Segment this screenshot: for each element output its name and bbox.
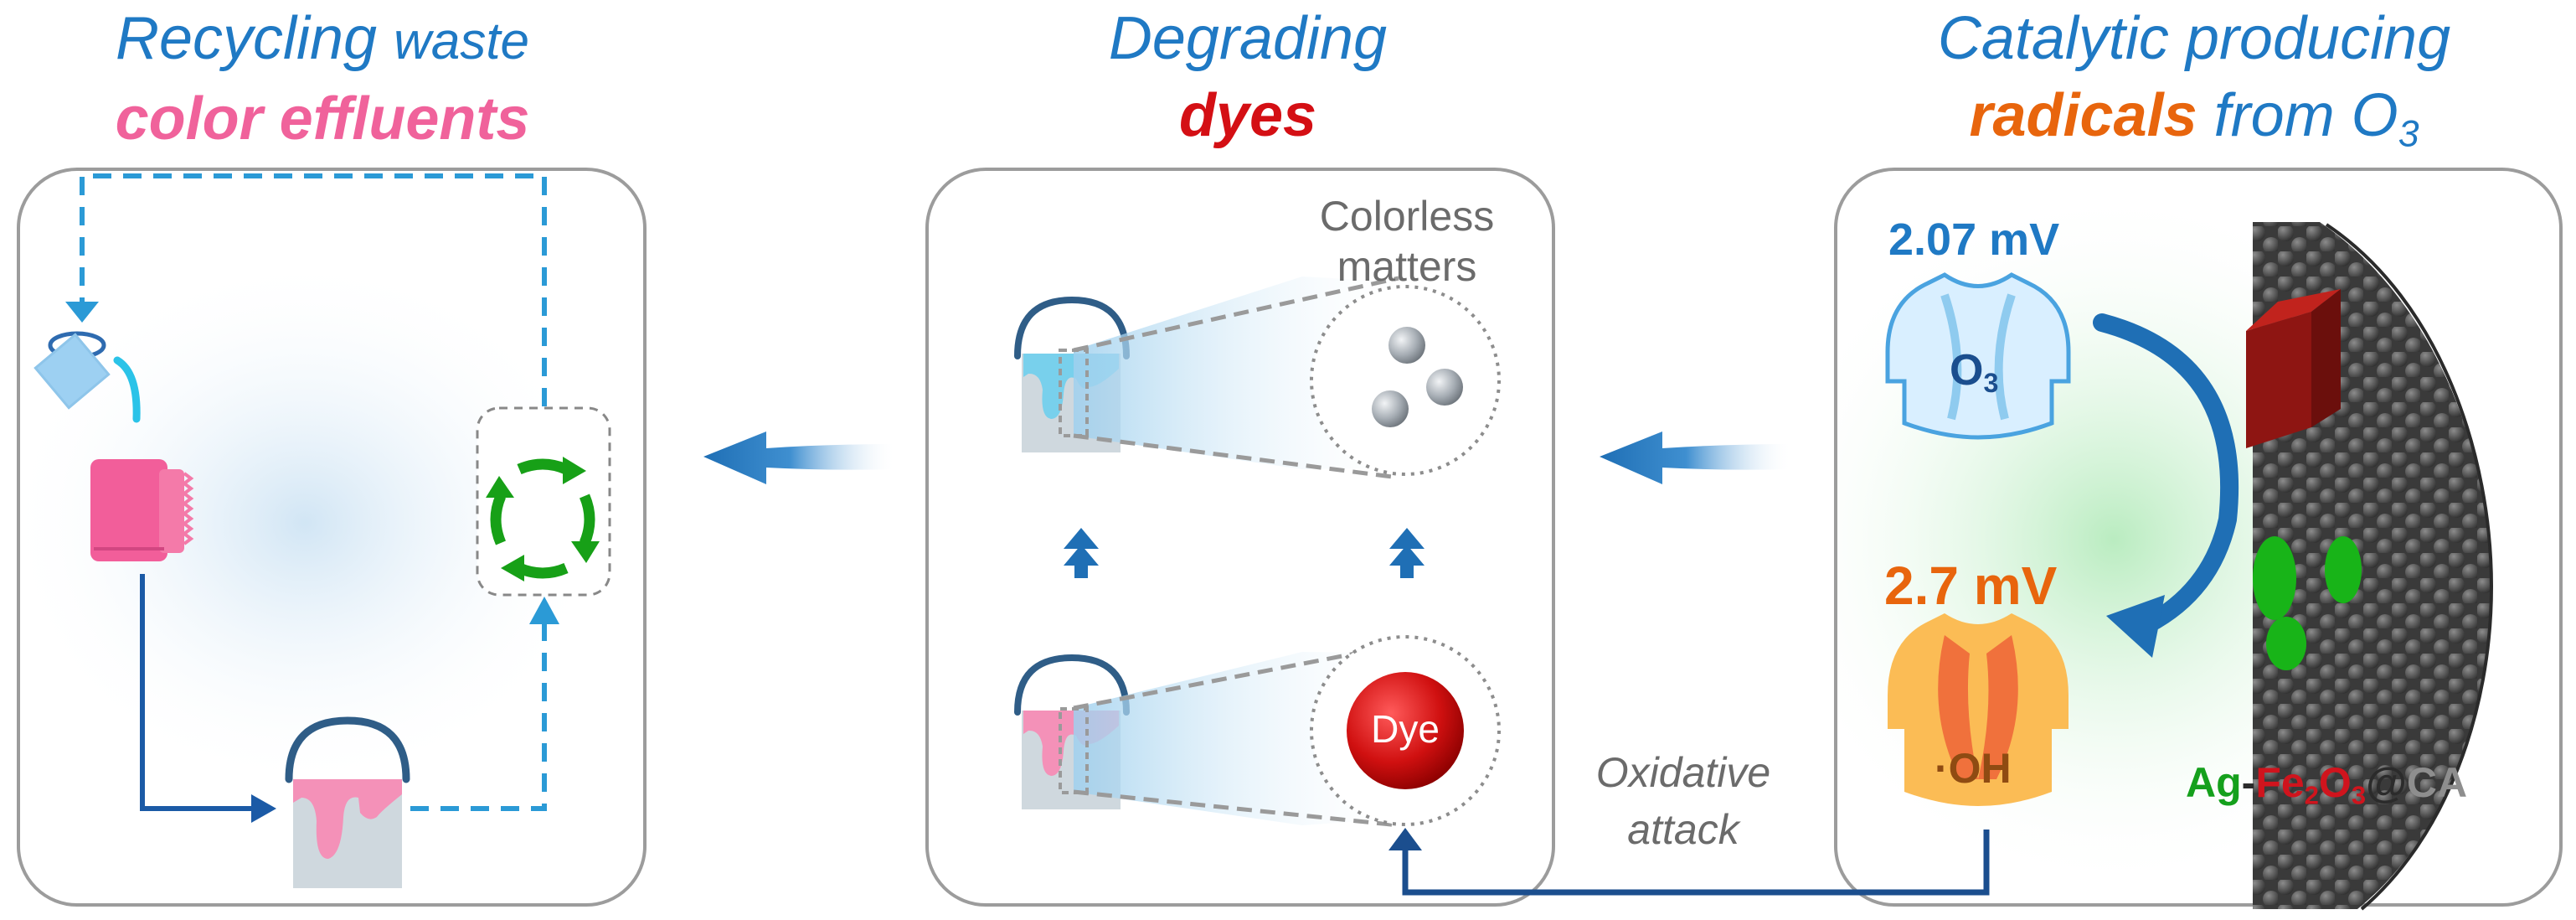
- o3-label-sub: 3: [1983, 368, 1999, 399]
- recycle-arrowhead-up: [529, 597, 559, 624]
- bucket-to-recycle-line: [410, 620, 547, 811]
- catalyst-at: @: [2366, 759, 2407, 806]
- colorless-zoom-circle: [1310, 285, 1501, 476]
- title-degrading-word: Degrading: [1108, 5, 1388, 72]
- title-recycling: Recycling waste color effluents: [0, 0, 645, 158]
- up-arrow-right: [1389, 528, 1425, 578]
- catalyst-formula: Ag-Fe2O3@CA: [2186, 758, 2467, 811]
- oxidative-attack-label: Oxidative attack: [1574, 744, 1792, 858]
- catalyst-fe: Fe: [2255, 759, 2305, 806]
- colorless-particles: [1372, 327, 1463, 427]
- title-radicals: radicals: [1969, 82, 2197, 149]
- flow-arrow-to-degrading: [1600, 432, 1792, 484]
- o3-label: O3: [1950, 345, 1998, 399]
- oh-potential: 2.7 mV: [1884, 556, 2058, 616]
- catalyst-o-sub: 3: [2351, 780, 2367, 810]
- towel-to-bucket-line: [140, 574, 255, 811]
- catalyst-ag: Ag: [2186, 759, 2242, 806]
- title-catalytic: Catalytic producing radicals from O3: [1826, 0, 2563, 173]
- pouring-pitcher-icon: [33, 331, 141, 423]
- title-dyes: dyes: [1178, 82, 1317, 149]
- title-degrading: Degrading dyes: [930, 0, 1566, 154]
- oh-label: ·OH: [1935, 745, 2012, 792]
- bucket-arrowhead: [251, 794, 276, 823]
- catalyst-fe-sub: 2: [2304, 780, 2319, 810]
- colorless-line2: matters: [1337, 243, 1477, 290]
- catalyst-dash: -: [2241, 759, 2256, 806]
- flow-arrow-to-recycling: [703, 432, 896, 484]
- catalyst-ca: CA: [2406, 759, 2468, 806]
- up-arrow-left: [1064, 528, 1099, 578]
- dashed-return-line: [80, 173, 547, 406]
- colorless-line1: Colorless: [1319, 193, 1495, 240]
- o3-label-o: O: [1950, 346, 1984, 395]
- title-recycling-word: Recycling: [115, 5, 394, 72]
- title-color-effluents: color effluents: [115, 85, 530, 152]
- title-catalytic-producing: Catalytic producing: [1937, 5, 2451, 72]
- dye-label: Dye: [1371, 707, 1440, 751]
- oxidative-line1: Oxidative: [1595, 749, 1771, 796]
- conversion-arrow: [2093, 313, 2239, 638]
- title-o3-subscript: 3: [2398, 113, 2419, 155]
- o3-potential: 2.07 mV: [1888, 214, 2060, 265]
- colorless-matters-label: Colorless matters: [1302, 191, 1512, 292]
- dashed-arrowhead-down: [65, 302, 99, 323]
- catalyst-o: O: [2318, 759, 2352, 806]
- pink-towel-icon: [90, 459, 194, 561]
- oxidative-attack-line: [1402, 830, 1990, 896]
- oxidative-attack-arrowhead: [1388, 828, 1422, 850]
- catalyst-sphere-icon: [2246, 222, 2494, 911]
- o3-molecule-icon: [1885, 272, 2071, 440]
- title-waste-word: waste: [394, 13, 530, 70]
- paint-bucket-icon: [285, 716, 410, 888]
- oh-radical-icon: [1888, 613, 2069, 806]
- oxidative-line2: attack: [1627, 806, 1739, 853]
- title-from-o: from O: [2197, 82, 2398, 149]
- dye-molecule: [1347, 672, 1464, 789]
